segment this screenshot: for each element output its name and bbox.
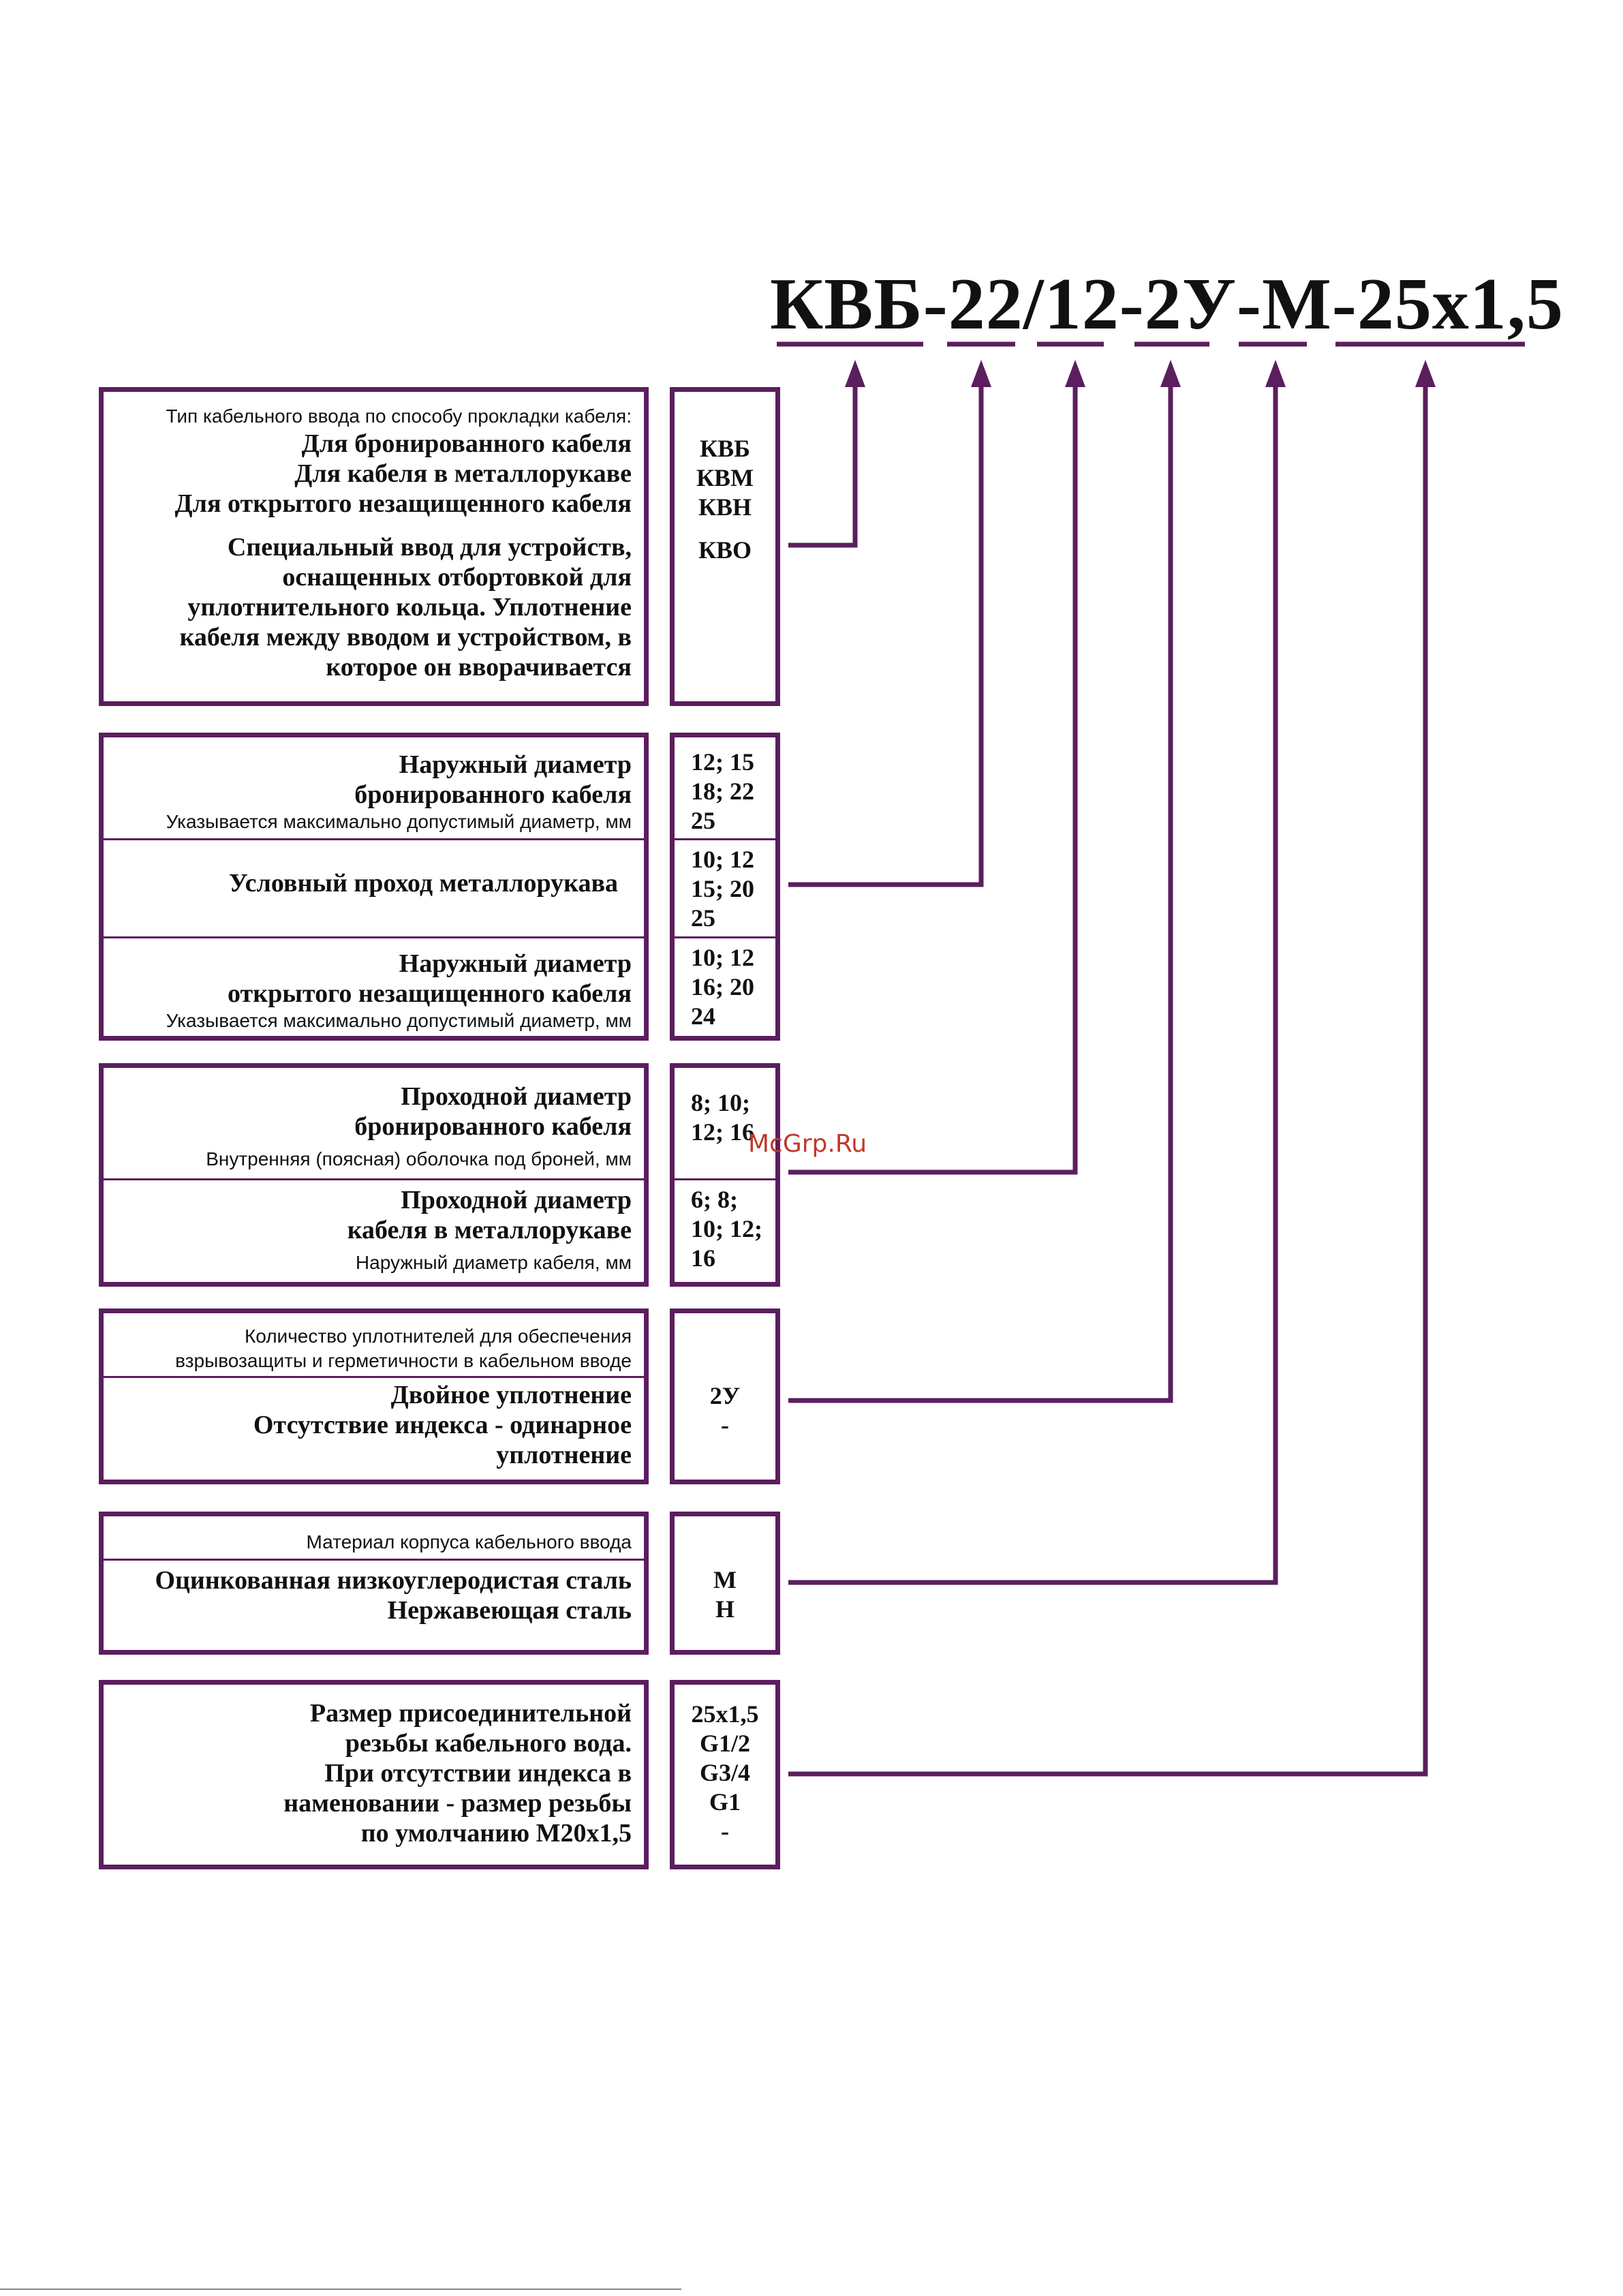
- seal-value-box: 2У -: [670, 1308, 780, 1484]
- thread-value-5: -: [721, 1818, 729, 1845]
- diam-c-values-2: 16; 20: [691, 973, 754, 1000]
- diam-armored-note: Указывается максимально допустимый диаме…: [166, 811, 632, 832]
- diam-metal-hose: Условный проход металлорукава: [228, 869, 618, 898]
- code-part-type: КВБ: [770, 264, 923, 345]
- type-special-3: уплотнительного кольца. Уплотнение: [187, 593, 632, 622]
- thread-value-4: G1: [709, 1788, 741, 1816]
- thread-value-1: 25х1,5: [691, 1700, 759, 1728]
- value-kvb: КВБ: [700, 435, 750, 462]
- seal-label-box: Количество уплотнителей для обеспечения …: [99, 1308, 649, 1484]
- value-kvo: КВО: [698, 536, 752, 564]
- diam-c-values-3: 24: [691, 1002, 715, 1030]
- pass-metal-1: Проходной диаметр: [401, 1186, 632, 1214]
- thread-line-3: При отсутствии индекса в: [324, 1759, 632, 1788]
- page-bottom-rule: [0, 2289, 681, 2290]
- seal-value-2u: 2У: [709, 1382, 741, 1409]
- seal-header-1: Количество уплотнителей для обеспечения: [244, 1326, 632, 1347]
- type-value-box: КВБ КВМ КВН КВО: [670, 387, 780, 706]
- pass-a-values-1: 8; 10;: [691, 1089, 750, 1116]
- material-galvanized: Оцинкованная низкоуглеродистая сталь: [155, 1566, 632, 1595]
- pass-b-values-2: 10; 12;: [691, 1215, 762, 1242]
- code-sep: -: [1119, 264, 1145, 345]
- type-header: Тип кабельного ввода по способу прокладк…: [166, 405, 632, 427]
- diam-open-1: Наружный диаметр: [399, 949, 632, 978]
- thread-line-5: по умолчанию М20х1,5: [360, 1819, 632, 1848]
- diam-b-values-3: 25: [691, 904, 715, 932]
- thread-value-2: G1/2: [699, 1730, 750, 1757]
- material-value-n: Н: [715, 1595, 735, 1623]
- diam-armored-1: Наружный диаметр: [399, 750, 632, 779]
- pass-metal-2: кабеля в металлорукаве: [347, 1216, 632, 1244]
- material-stainless: Нержавеющая сталь: [387, 1596, 632, 1625]
- type-special-2: оснащенных отбортовкой для: [282, 563, 632, 592]
- pass-label-box: Проходной диаметр бронированного кабеля …: [99, 1063, 649, 1287]
- model-designation: КВБ-22/12-2У-М-25х1,5: [770, 262, 1564, 347]
- seal-double: Двойное уплотнение: [390, 1381, 632, 1409]
- seal-single-2: уплотнение: [496, 1441, 632, 1469]
- type-special-4: кабеля между вводом и устройством, в: [179, 623, 632, 652]
- pass-a-values-2: 12; 16: [691, 1118, 754, 1146]
- divider: [104, 1376, 644, 1378]
- pass-armored-note: Внутренняя (поясная) оболочка под броней…: [206, 1148, 632, 1169]
- pass-b-values-1: 6; 8;: [691, 1186, 738, 1213]
- divider: [104, 1559, 644, 1561]
- type-label-box: Тип кабельного ввода по способу прокладк…: [99, 387, 649, 706]
- code-part-seal: 2У: [1144, 264, 1237, 345]
- divider: [675, 1178, 775, 1180]
- diam-b-values-2: 15; 20: [691, 875, 754, 902]
- code-sep: /: [1023, 264, 1045, 345]
- code-part-thread: 25х1,5: [1357, 264, 1564, 345]
- diam-open-2: открытого незащищенного кабеля: [228, 979, 632, 1008]
- diam-a-values-1: 12; 15: [691, 748, 754, 776]
- divider: [675, 936, 775, 938]
- type-special-5: которое он вворачивается: [326, 653, 632, 682]
- pass-value-box: 8; 10; 12; 16 6; 8; 10; 12; 16: [670, 1063, 780, 1287]
- material-header: Материал корпуса кабельного ввода: [306, 1531, 632, 1552]
- diam-b-values-1: 10; 12: [691, 846, 754, 873]
- type-open: Для открытого незащищенного кабеля: [174, 489, 632, 518]
- diam-c-values-1: 10; 12: [691, 944, 754, 971]
- thread-label-box: Размер присоединительной резьбы кабельно…: [99, 1680, 649, 1869]
- type-armored: Для бронированного кабеля: [301, 429, 632, 458]
- diam-a-values-3: 25: [691, 807, 715, 834]
- code-sep: -: [1331, 264, 1357, 345]
- code-part-material: М: [1261, 264, 1332, 345]
- diameter-label-box: Наружный диаметр бронированного кабеля У…: [99, 733, 649, 1041]
- watermark: McGrp.Ru: [748, 1130, 867, 1158]
- pass-metal-note: Наружный диаметр кабеля, мм: [355, 1252, 632, 1273]
- thread-value-box: 25х1,5 G1/2 G3/4 G1 -: [670, 1680, 780, 1869]
- pass-armored-1: Проходной диаметр: [401, 1082, 632, 1111]
- type-metal-hose: Для кабеля в металлорукаве: [294, 459, 632, 488]
- thread-line-1: Размер присоединительной: [309, 1699, 632, 1728]
- divider: [104, 838, 644, 840]
- seal-header-2: взрывозащиты и герметичности в кабельном…: [175, 1350, 632, 1371]
- material-label-box: Материал корпуса кабельного ввода Оцинко…: [99, 1512, 649, 1655]
- value-kvn: КВН: [698, 493, 752, 521]
- pass-armored-2: бронированного кабеля: [354, 1112, 632, 1141]
- diameter-value-box: 12; 15 18; 22 25 10; 12 15; 20 25 10; 12…: [670, 733, 780, 1041]
- diam-a-values-2: 18; 22: [691, 778, 754, 805]
- diam-armored-2: бронированного кабеля: [354, 780, 632, 809]
- value-kvm: КВМ: [696, 464, 754, 491]
- seal-value-none: -: [721, 1411, 729, 1439]
- code-part-pass: 12: [1044, 264, 1119, 345]
- divider: [104, 936, 644, 938]
- material-value-box: М Н: [670, 1512, 780, 1655]
- thread-line-2: резьбы кабельного вода.: [345, 1729, 632, 1758]
- code-sep: -: [923, 264, 948, 345]
- type-special-1: Специальный ввод для устройств,: [227, 533, 632, 562]
- divider: [675, 838, 775, 840]
- pass-b-values-3: 16: [691, 1244, 715, 1272]
- code-sep: -: [1236, 264, 1262, 345]
- material-value-m: М: [713, 1566, 737, 1593]
- divider: [104, 1178, 644, 1180]
- seal-single-1: Отсутствие индекса - одинарное: [253, 1411, 632, 1439]
- code-part-diameter: 22: [948, 264, 1023, 345]
- thread-value-3: G3/4: [699, 1759, 750, 1786]
- diam-open-note: Указывается максимально допустимый диаме…: [166, 1010, 632, 1031]
- thread-line-4: наменовании - размер резьбы: [283, 1789, 632, 1818]
